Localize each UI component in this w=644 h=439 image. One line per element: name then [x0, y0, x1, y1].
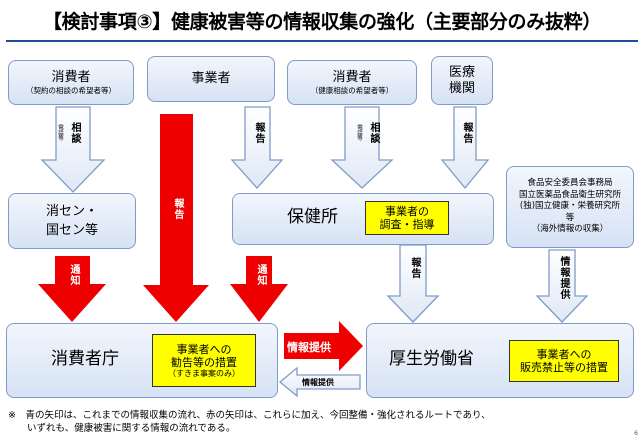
mhlw-note: 事業者への 販売禁止等の措置	[509, 340, 619, 382]
label-denwa-2: 電話等	[356, 124, 362, 141]
medical-box: 医療 機関	[431, 56, 493, 105]
arrow-mhlw-to-caa	[278, 366, 361, 398]
business-label: 事業者	[191, 71, 231, 86]
arrow-consumer-to-hokenjo	[330, 106, 394, 189]
label-joho-teikyo-red: 情報提供	[287, 341, 331, 354]
arrow-consumer-to-shohicenter	[40, 106, 106, 193]
arrow-hokenjo-to-mhlw	[386, 244, 440, 323]
mhlw-box: 厚生労働省 事業者への 販売禁止等の措置	[366, 323, 634, 398]
footnote: ※ 青の矢印は、これまでの情報収集の流れ、赤の矢印は、これらに加え、今回整備・強…	[8, 410, 491, 434]
red-arrow-caa-to-mhlw	[284, 321, 363, 371]
mhlw-label: 厚生労働省	[389, 349, 474, 369]
label-hokoku-business: 報告	[253, 122, 264, 144]
medical-label: 医療 機関	[448, 64, 475, 96]
title-underline	[6, 40, 638, 42]
shohi-center-box: 消セン・ 国セン等	[8, 193, 136, 249]
label-hokoku-red: 報告	[172, 198, 183, 220]
red-arrow-business-to-caa	[143, 114, 209, 322]
label-joho-teikyo-blue: 情報提供	[302, 378, 334, 387]
page-title: 【検討事項③】健康被害等の情報収集の強化（主要部分のみ抜粋）	[42, 11, 602, 33]
consumer-health-box: 消費者 （健康相談の希望者等）	[287, 60, 417, 105]
caa-label: 消費者庁	[51, 349, 119, 369]
label-tsuchi-2: 通知	[255, 264, 266, 286]
hokenjo-label: 保健所	[287, 207, 338, 227]
hokenjo-note-text: 事業者の 調査・指導	[379, 205, 435, 231]
consumer-contract-box: 消費者 （契約の相談の希望者等）	[8, 60, 134, 105]
label-sodan-2: 相談	[368, 122, 379, 144]
label-joho-teikyo-vertical: 情報提供	[558, 256, 569, 300]
label-denwa-1: 電話等	[57, 124, 63, 141]
hokenjo-note: 事業者の 調査・指導	[365, 201, 449, 235]
arrow-business-to-hokenjo	[230, 106, 284, 189]
info-orgs-box: 食品安全委員会事務局 国立医薬品食品衛生研究所 (独)国立健康・栄養研究所 等 …	[506, 166, 634, 248]
arrow-infoorgs-to-mhlw	[535, 249, 589, 323]
arrow-medical-to-hokenjo	[440, 106, 490, 190]
hokenjo-box: 保健所 事業者の 調査・指導	[232, 193, 494, 245]
caa-note: 事業者への 勧告等の措置 （すきま事案のみ）	[152, 334, 256, 387]
page-number: 6	[634, 430, 638, 437]
consumer-health-label: 消費者	[332, 69, 372, 85]
label-hokoku-hokenjo: 報告	[409, 257, 420, 279]
info-orgs-label: 食品安全委員会事務局 国立医薬品食品衛生研究所 (独)国立健康・栄養研究所 等 …	[518, 178, 621, 235]
red-arrow-shohicenter-to-caa	[38, 256, 106, 322]
label-hokoku-medical: 報告	[461, 122, 472, 144]
mhlw-note-text: 事業者への 販売禁止等の措置	[520, 348, 608, 374]
caa-note-sub: （すきま事案のみ）	[168, 368, 240, 378]
label-sodan-1: 相談	[69, 122, 80, 144]
caa-note-text: 事業者への 勧告等の措置	[171, 342, 237, 369]
business-box: 事業者	[147, 56, 275, 102]
red-arrow-hokenjo-to-caa	[230, 256, 288, 322]
consumer-health-sublabel: （健康相談の希望者等）	[310, 85, 394, 95]
caa-box: 消費者庁 事業者への 勧告等の措置 （すきま事案のみ）	[6, 323, 278, 398]
label-tsuchi-1: 通知	[68, 264, 79, 286]
consumer-contract-sublabel: （契約の相談の希望者等）	[26, 85, 116, 95]
shohi-center-label: 消セン・ 国セン等	[45, 204, 98, 238]
consumer-contract-label: 消費者	[51, 69, 91, 85]
